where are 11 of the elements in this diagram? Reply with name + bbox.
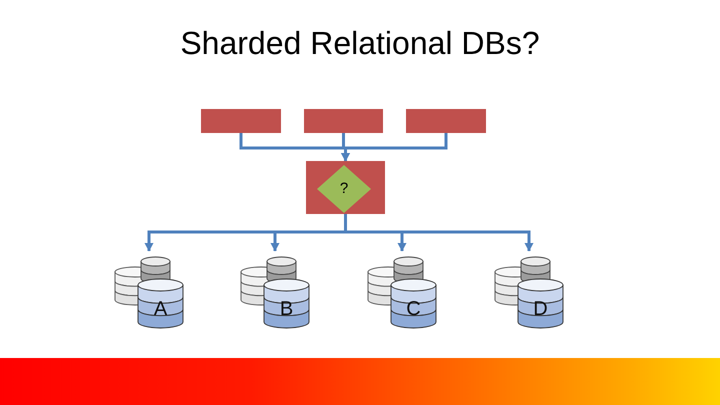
shard-label: B xyxy=(278,299,294,319)
process-box xyxy=(406,109,486,133)
slide-title: Sharded Relational DBs? xyxy=(179,24,541,62)
process-box xyxy=(306,161,385,214)
shard-label: C xyxy=(405,299,422,319)
arrow xyxy=(341,133,448,162)
shard-label: A xyxy=(152,299,168,319)
process-box xyxy=(201,109,281,133)
process-box xyxy=(304,109,383,133)
decision-label: ? xyxy=(340,180,348,198)
shard-label: D xyxy=(532,299,549,319)
